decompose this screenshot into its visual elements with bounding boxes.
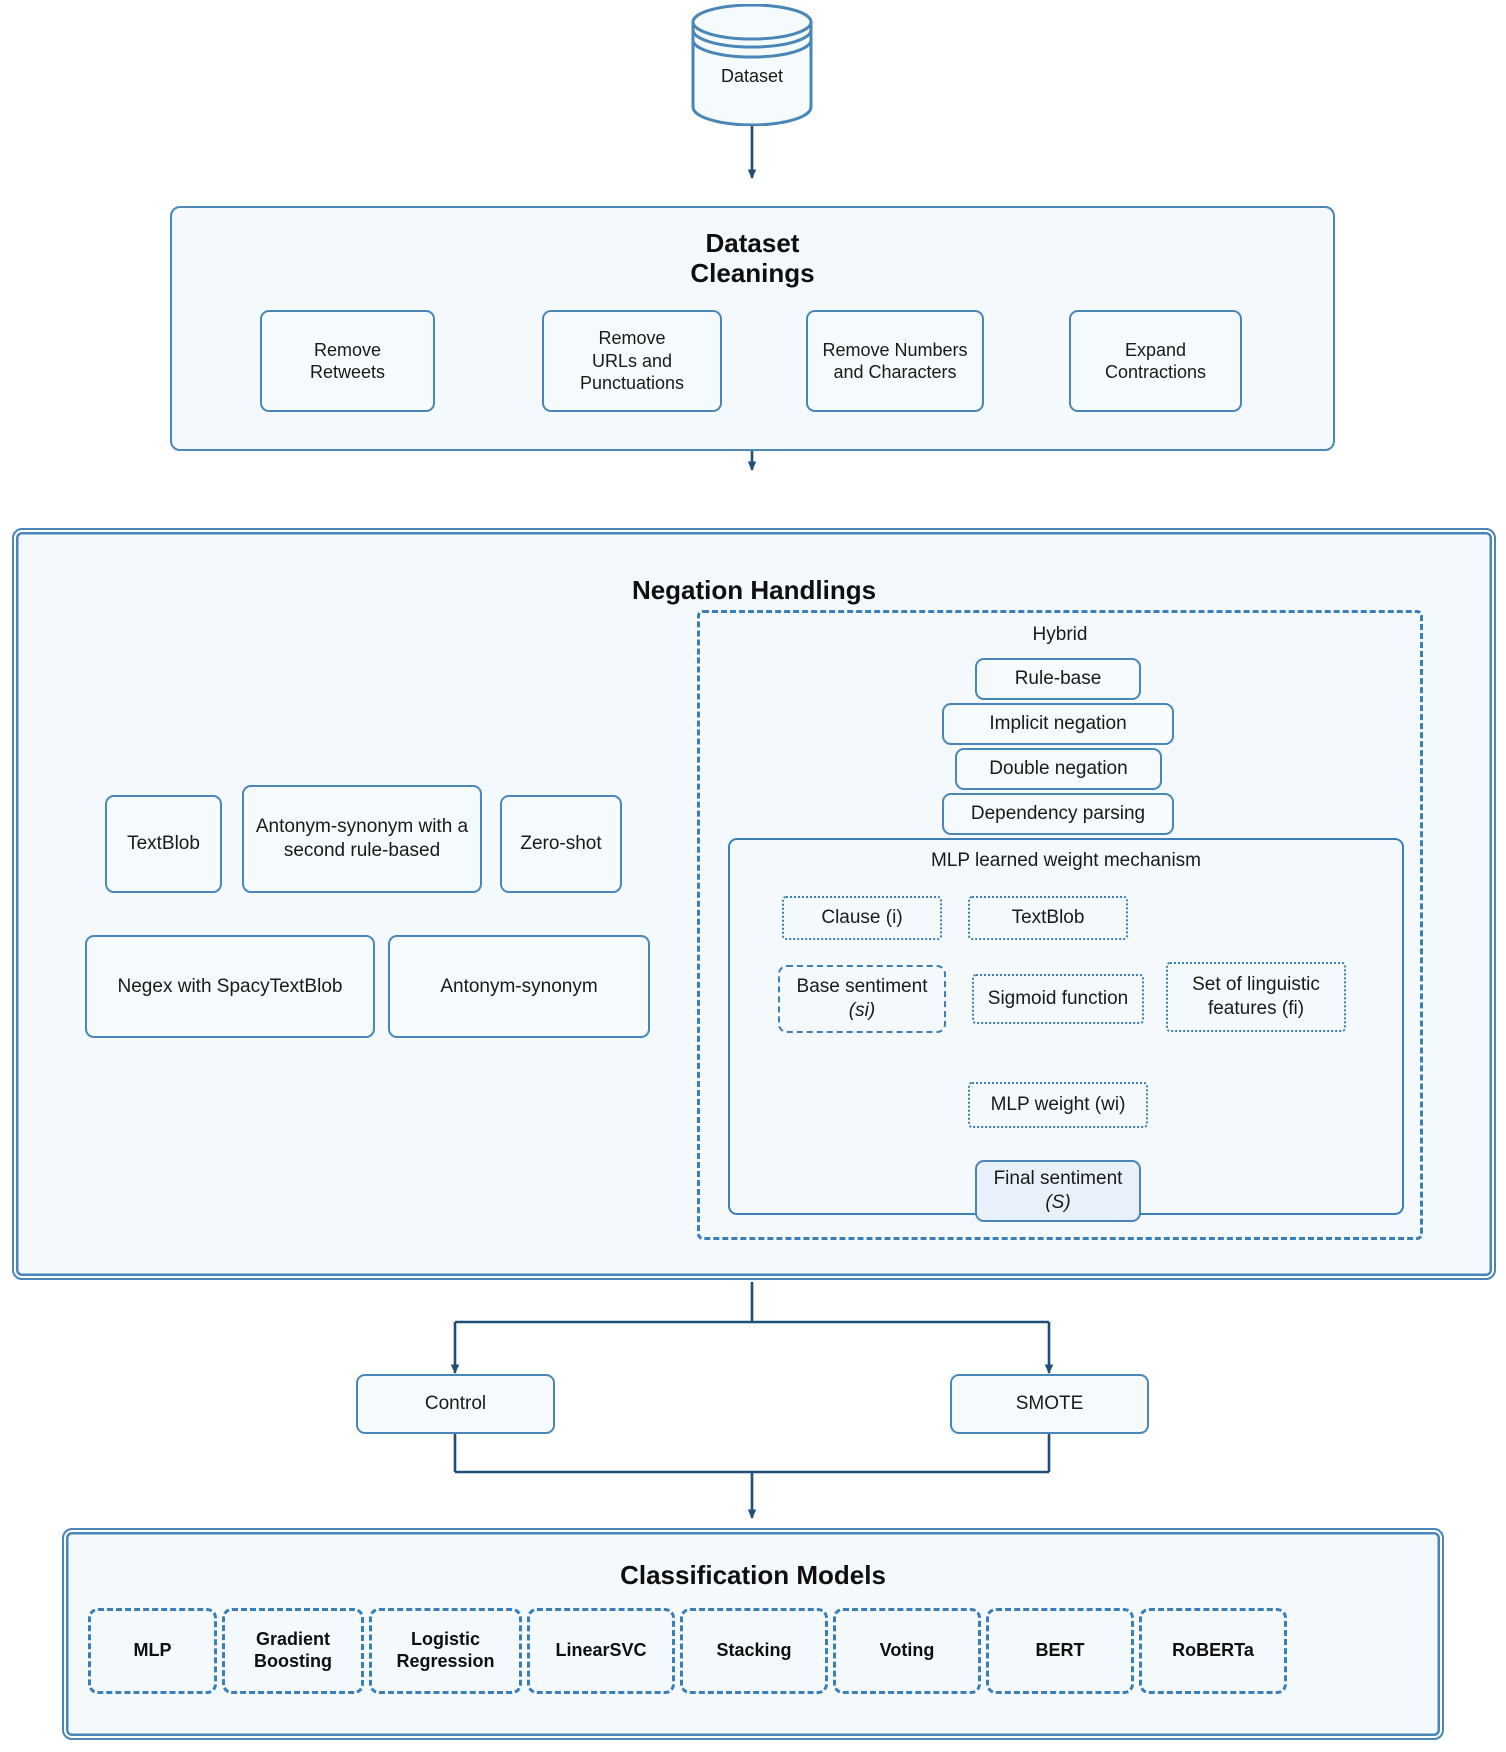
model-chip-label: MLP	[133, 1640, 172, 1661]
mlp-weight-box: MLP weight (wi)	[968, 1082, 1148, 1128]
hybrid-double-negation[interactable]: Double negation	[955, 748, 1162, 790]
hybrid-dependency-parsing[interactable]: Dependency parsing	[942, 793, 1174, 835]
cleaning-step-remove-numbers[interactable]: Remove Numbers and Characters	[806, 310, 984, 412]
model-chip-roberta[interactable]: RoBERTa	[1139, 1608, 1287, 1694]
model-chip-label: LinearSVC	[555, 1640, 647, 1661]
classification-models-panel	[62, 1528, 1444, 1740]
hybrid-title: Hybrid	[1032, 624, 1088, 645]
sampling-smote-box[interactable]: SMOTE	[950, 1374, 1149, 1434]
model-chip-line2: Boosting	[254, 1651, 332, 1671]
database-icon	[691, 3, 813, 127]
model-chip-label: Voting	[879, 1640, 935, 1661]
dataset-cleanings-title-line2: Cleanings	[690, 258, 815, 288]
mlp-features-line2: features (fi)	[1207, 998, 1305, 1019]
model-chip-stacking[interactable]: Stacking	[680, 1608, 828, 1694]
mlp-final-sentiment-line2: (S)	[1045, 1192, 1071, 1213]
negation-method-antonym-synonym-rule[interactable]: Antonym-synonym with a second rule-based	[242, 785, 482, 893]
cleaning-step-remove-urls[interactable]: Remove URLs and Punctuations	[542, 310, 722, 412]
cleaning-step-line1: Expand	[1124, 339, 1187, 360]
model-chip-linearsvc[interactable]: LinearSVC	[527, 1608, 675, 1694]
negation-method-negex-spacytextblob[interactable]: Negex with SpacyTextBlob	[85, 935, 375, 1038]
cleaning-step-line1: Remove Numbers	[822, 339, 968, 360]
model-chip-line1: Gradient	[255, 1629, 330, 1650]
sampling-control-box[interactable]: Control	[356, 1374, 555, 1434]
model-chip-label: RoBERTa	[1172, 1640, 1254, 1661]
cleaning-step-line2: URLs and	[591, 350, 673, 371]
negation-method-antonym-synonym[interactable]: Antonym-synonym	[388, 935, 650, 1038]
mlp-sigmoid-box: Sigmoid function	[972, 974, 1144, 1024]
negation-handlings-title: Negation Handlings	[631, 575, 877, 605]
cleaning-step-expand-contractions[interactable]: Expand Contractions	[1069, 310, 1242, 412]
model-chip-mlp[interactable]: MLP	[88, 1608, 217, 1694]
mlp-base-sentiment-line2: (si)	[848, 1000, 876, 1021]
model-chip-bert[interactable]: BERT	[986, 1608, 1134, 1694]
dataset-cylinder: Dataset	[690, 3, 814, 127]
mlp-features-line1: Set of linguistic	[1192, 974, 1320, 996]
negation-method-textblob[interactable]: TextBlob	[105, 795, 222, 893]
cleaning-step-line1: Remove	[598, 328, 666, 349]
mlp-base-sentiment-box: Base sentiment (si)	[778, 965, 946, 1033]
mlp-linguistic-features-box: Set of linguistic features (fi)	[1166, 962, 1346, 1032]
mlp-clause-label: Clause (i)	[821, 907, 903, 929]
cleaning-step-remove-retweets[interactable]: Remove Retweets	[260, 310, 435, 412]
cleaning-step-line1: Remove	[313, 339, 382, 360]
model-chip-label: Stacking	[716, 1640, 792, 1661]
mlp-textblob-box: TextBlob	[968, 896, 1128, 940]
model-chip-line1: Logistic	[410, 1629, 480, 1650]
cleaning-step-line3: Punctuations	[579, 373, 685, 394]
mlp-final-sentiment-box: Final sentiment (S)	[975, 1160, 1141, 1222]
cleaning-step-line2: Contractions	[1104, 362, 1207, 382]
classification-models-title: Classification Models	[620, 1560, 886, 1590]
hybrid-implicit-negation[interactable]: Implicit negation	[942, 703, 1174, 745]
hybrid-group	[697, 610, 1423, 1240]
model-chip-gradient-boosting[interactable]: Gradient Boosting	[222, 1608, 364, 1694]
model-chip-line2: Regression	[396, 1651, 495, 1671]
negation-method-zero-shot[interactable]: Zero-shot	[500, 795, 622, 893]
hybrid-rule-base[interactable]: Rule-base	[975, 658, 1141, 700]
dataset-label: Dataset	[720, 65, 784, 86]
model-chip-voting[interactable]: Voting	[833, 1608, 981, 1694]
mlp-base-sentiment-line1: Base sentiment	[796, 976, 928, 998]
mlp-final-sentiment-line1: Final sentiment	[993, 1168, 1123, 1190]
cleaning-step-line2: and Characters	[833, 362, 957, 382]
negation-handlings-panel	[12, 528, 1496, 1280]
model-chip-logistic-regression[interactable]: Logistic Regression	[369, 1608, 522, 1694]
dataset-cleanings-title-line1: Dataset	[705, 228, 800, 258]
cleaning-step-line2: Retweets	[309, 362, 386, 382]
model-chip-label: BERT	[1035, 1640, 1085, 1661]
mlp-mechanism-title: MLP learned weight mechanism	[930, 850, 1201, 871]
mlp-clause-box: Clause (i)	[782, 896, 942, 940]
